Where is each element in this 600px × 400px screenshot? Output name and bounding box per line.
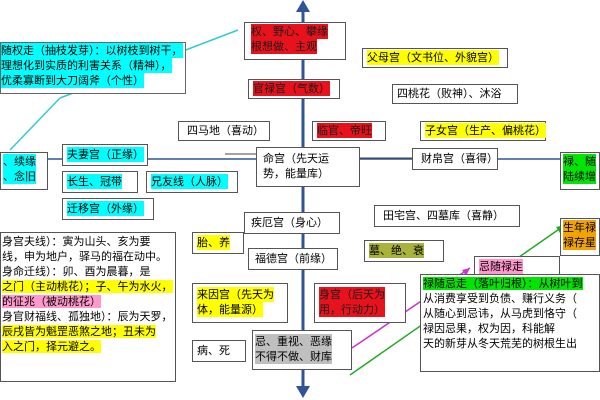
- note-top-left: 随权走（抽枝发芽）：以树枝到树干， 理想化到实质的利害关系（精神）， 优柔寡断到…: [0, 42, 186, 94]
- cyan-arrow-line-2: [9, 97, 61, 151]
- tianzhai-box: 田宅宫、四墓库（喜静）: [374, 205, 520, 227]
- note-top-left-line-2: 理想化到实质的利害关系（精神），: [1, 58, 172, 73]
- lb-line-5: 的征兆（被动桃花）: [2, 294, 174, 309]
- note-right-bottom: 禄随忌走（落叶归根）：从树叶到 从消费享受到负债、赚行义务（ 从随心到忌讳，从马…: [420, 274, 600, 372]
- fuqi-label: 夫妻宫（正缘）: [67, 147, 144, 162]
- top-red-line-1: 权、野心、攀缘: [251, 24, 328, 39]
- ming-box: 命宫（先天运 势，能量库）: [256, 147, 360, 187]
- zinv-label: 子女宫（生产、偏桃花）: [425, 123, 546, 138]
- sihua-box: 四桃花（败神）、沐浴: [392, 84, 518, 104]
- rb-line-3: 从随心到忌讳，从马虎到恪守（: [423, 307, 577, 320]
- mu-box: 墓、绝、衰: [364, 240, 444, 262]
- left-mid-line-1: 、续缘: [3, 154, 36, 169]
- ji-line-2: 不得不做、财库: [255, 349, 332, 364]
- lb-line-3: 身命迁线）：卯、酉为晨暮，是: [2, 265, 151, 278]
- lb-line-6: 身官财福线、孤独地）：辰为天罗，: [2, 310, 173, 323]
- bing-box: 病、死: [192, 340, 246, 362]
- guanlu-box: 官禄宫（气数）: [248, 79, 340, 99]
- bing-label: 病、死: [197, 344, 230, 357]
- right-mid-box: 生年禄 禄存星: [560, 218, 600, 256]
- jie-box: 疾厄宫（身心）: [244, 212, 340, 234]
- zinv-box: 子女宫（生产、偏桃花）: [420, 121, 546, 141]
- shensui-label: 忌随禄走: [479, 259, 523, 274]
- note-top-left-line-3: 优柔寡断到大刀阔斧（个性）: [1, 73, 144, 88]
- mu-label: 墓、绝、衰: [369, 243, 424, 258]
- right-top-box: 禄、随 陆续增: [560, 152, 600, 190]
- guanlu-label: 官禄宫（气数）: [253, 81, 330, 96]
- sihua-label: 四桃花（败神）、沐浴: [397, 87, 502, 100]
- xiongdi-box: 兄友线（人脉）: [146, 171, 238, 193]
- qianyi-label: 迁移宫（外缘）: [67, 201, 144, 216]
- caibo-box: 财帛宫（喜得）: [412, 148, 498, 170]
- ji-box: 忌、重视、恶缘 不得不做、财库: [252, 330, 352, 370]
- xiongdi-label: 兄友线（人脉）: [151, 174, 228, 189]
- caibo-label: 财帛宫（喜得）: [421, 152, 498, 165]
- ji-line-1: 忌、重视、恶缘: [255, 334, 332, 349]
- right-mid-line-1: 生年禄: [563, 220, 596, 235]
- rb-line-2: 从消费享受到负债、赚行义务（: [423, 292, 577, 305]
- shen-box: 身宫（后天为 用，行动力）: [314, 283, 406, 323]
- lb-line-8: 入之门，择元避之。: [2, 339, 174, 354]
- jie-label: 疾厄宫（身心）: [251, 216, 328, 229]
- qianyi-box: 迁移宫（外缘）: [62, 198, 154, 220]
- right-mid-line-2: 禄存星: [563, 235, 596, 250]
- shen-line-1: 身宫（后天为: [319, 287, 385, 302]
- ming-line-1: 命宫（先天运: [263, 152, 329, 165]
- fuqi-box: 夫妻宫（正缘）: [62, 144, 148, 166]
- lb-line-4-text: 之门（主动桃花）；子、午为水火，: [2, 280, 173, 293]
- laiyin-line-1: 来因宫（先天为: [197, 287, 274, 302]
- linguan-label: 临官、帝旺: [317, 123, 372, 138]
- rb-line-4: 禄因忌果，权为因，科能解: [423, 322, 555, 335]
- axis-arrow-up: [296, 0, 310, 12]
- tai-label: 胎、养: [197, 235, 230, 250]
- lb-line-7-text: 辰戌皆为魁罡恶煞之地；丑未为: [2, 325, 156, 338]
- note-top-left-line-1: 随权走（抽枝发芽）：以树枝到树干，: [1, 43, 183, 58]
- linguan-box: 临官、帝旺: [312, 121, 386, 141]
- rb-line-5: 天的新芽从冬天荒芜的树根生出: [423, 337, 577, 350]
- lb-line-7: 辰戌皆为魁罡恶煞之地；丑未为: [2, 324, 174, 339]
- left-mid-line-2: 、念旧: [3, 169, 36, 184]
- lb-line-4: 之门（主动桃花）；子、午为水火，: [2, 279, 174, 294]
- shen-line-2: 用，行动力）: [319, 302, 385, 317]
- top-red-line-2: 根想做、主观: [251, 39, 317, 54]
- shensui-box: 忌随禄走: [474, 256, 560, 278]
- lb-line-5-text: 的征兆（被动桃花）: [2, 295, 101, 308]
- magenta-arrowhead: [462, 268, 470, 276]
- rb-line-1: 禄随忌走（落叶归根）：从树叶到: [423, 276, 597, 291]
- tai-box: 胎、养: [192, 232, 244, 254]
- fude-label: 福德宫（前缘）: [255, 252, 332, 265]
- top-red-box: 权、野心、攀缘 根想做、主观: [244, 22, 346, 60]
- lb-line-1-text: 身宫夫线）：寅为山头、亥为要: [2, 235, 151, 248]
- lb-line-2: 线，申为地户，驿马的福在动中。: [2, 250, 167, 263]
- right-top-line-1: 禄、随: [563, 154, 596, 169]
- axis-arrow-down: [296, 386, 310, 398]
- changsheng-box: 长生、冠带: [62, 171, 138, 193]
- fumu-box: 父母宫（文书位、外貌宫）: [362, 48, 508, 68]
- lb-line-1: 身宫夫线）：寅为山头、亥为要: [2, 234, 174, 249]
- rb-line-1-text: 禄随忌走（落叶归根）：从树叶到: [423, 277, 583, 290]
- left-mid-box: 、续缘 、念旧: [0, 152, 48, 190]
- laiyin-box: 来因宫（先天为 体，能量源）: [192, 283, 288, 323]
- note-left-bottom: 身宫夫线）：寅为山头、亥为要 线，申为地户，驿马的福在动中。 身命迁线）：卯、酉…: [0, 232, 176, 382]
- laiyin-line-2: 体，能量源）: [197, 302, 263, 317]
- simadi-label: 四马地（喜动）: [187, 124, 264, 137]
- right-top-line-2: 陆续增: [563, 169, 596, 184]
- simadi-box: 四马地（喜动）: [178, 121, 270, 141]
- changsheng-label: 长生、冠带: [67, 174, 122, 189]
- lb-line-8-text: 入之门，择元避之。: [2, 340, 101, 353]
- tianzhai-label: 田宅宫、四墓库（喜静）: [383, 209, 504, 222]
- ming-line-2: 势，能量库）: [263, 167, 329, 180]
- fude-box: 福德宫（前缘）: [248, 248, 338, 270]
- fumu-label: 父母宫（文书位、外貌宫）: [367, 50, 499, 65]
